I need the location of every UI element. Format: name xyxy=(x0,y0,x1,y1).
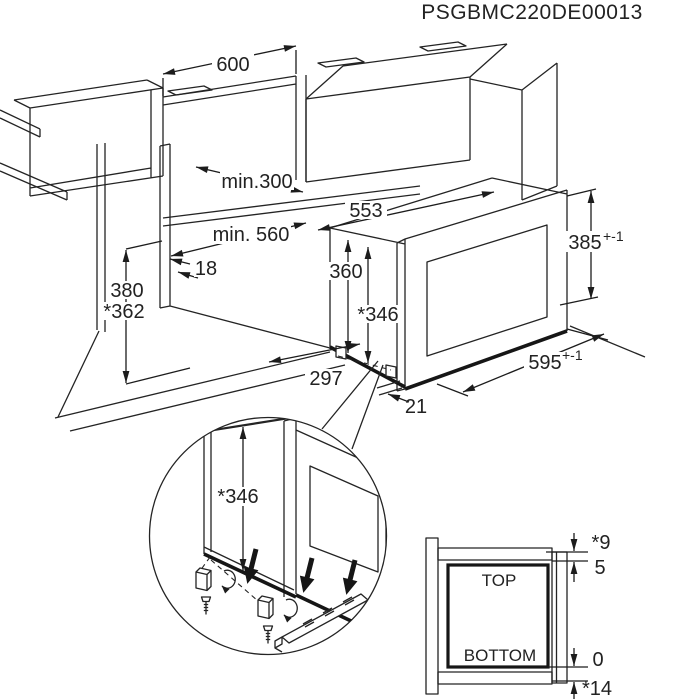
dim-label-gap-top: *9 xyxy=(592,532,611,554)
mounting-rail xyxy=(274,593,369,653)
dim-offset-297: 297 xyxy=(268,342,361,390)
dim-detail-height-346: *346 xyxy=(214,427,262,571)
dim-label-553: 553 xyxy=(349,200,382,222)
dim-min-depth-300: min.300 xyxy=(195,166,304,193)
dim-label-595-tolerance: +-1 xyxy=(562,347,583,363)
oven-door-window xyxy=(426,224,548,357)
dim-label-385-tolerance: +-1 xyxy=(603,228,624,244)
upper-left-cabinet xyxy=(13,79,213,197)
dim-min-depth-560: min. 560 xyxy=(170,222,307,257)
dim-label-360: 360 xyxy=(329,261,362,283)
dim-niche-height-380-362: 380 *362 xyxy=(99,240,191,385)
adjustable-foot-blocks xyxy=(195,567,274,620)
dim-label-346: *346 xyxy=(357,304,398,326)
dim-label-gap-0: 0 xyxy=(592,649,603,671)
press-down-arrow-icon xyxy=(299,557,315,593)
rotate-arrow-icon xyxy=(221,569,236,594)
side-view-bottom-label: BOTTOM xyxy=(464,646,536,665)
dim-front-width-595: 595 +-1 xyxy=(436,328,609,397)
dim-label-385: 385 xyxy=(568,232,601,254)
side-view-bottom-panel xyxy=(437,671,553,685)
detail-oven-window xyxy=(309,465,379,573)
dim-label-gap-bottom: *14 xyxy=(582,678,612,700)
detail-oven-bottom-edge xyxy=(203,552,367,630)
dim-label-detail-346: *346 xyxy=(217,486,258,508)
dim-cabinet-width-600: 600 xyxy=(162,45,297,96)
dim-label-362: *362 xyxy=(103,301,144,323)
side-view-front-frame xyxy=(551,551,568,684)
press-down-arrow-icon xyxy=(342,559,358,595)
dim-oven-height-346: *346 xyxy=(355,247,402,363)
dim-label-gap-5: 5 xyxy=(594,557,605,579)
counter-edges xyxy=(0,109,68,201)
dim-panel-18: 18 xyxy=(169,258,218,280)
side-view-ticks xyxy=(546,551,588,682)
press-down-arrow-icon xyxy=(243,548,259,584)
screw-icon xyxy=(262,625,274,644)
dim-label-297: 297 xyxy=(309,368,342,390)
right-cabinet-side xyxy=(521,62,558,201)
dim-oven-width-553: 553 xyxy=(317,191,495,231)
screw-icon xyxy=(200,596,212,615)
dim-label-595: 595 xyxy=(528,352,561,374)
side-view-top-panel xyxy=(437,547,553,561)
side-view-back-panel xyxy=(425,537,439,695)
detail-circle: *346 xyxy=(148,416,388,656)
dim-label-600: 600 xyxy=(216,54,249,76)
side-view-top-label: TOP xyxy=(482,571,517,590)
dim-overhang-21: 21 xyxy=(376,380,427,418)
dim-front-height-385: 385 +-1 xyxy=(559,188,630,306)
dim-label-380: 380 xyxy=(110,280,143,302)
rotate-arrow-icon xyxy=(283,598,298,623)
detail-dashed-projections xyxy=(199,556,259,602)
detail-side-view: TOP BOTTOM *9 5 0 *14 xyxy=(425,532,612,700)
detail-leader-wedge xyxy=(321,360,384,450)
dim-label-21: 21 xyxy=(405,396,427,418)
upper-right-cabinet xyxy=(305,41,523,183)
dim-label-min560: min. 560 xyxy=(213,224,290,246)
rail-slots xyxy=(302,596,355,628)
dim-label-18: 18 xyxy=(195,258,217,280)
base-cabinet xyxy=(54,143,646,432)
kitchen-cabinets-drawing xyxy=(0,41,646,432)
side-view-oven-box xyxy=(446,563,550,669)
drawing-title: PSGBMC220DE00013 xyxy=(421,1,643,24)
dim-label-min300: min.300 xyxy=(221,171,292,193)
dim-oven-height-360: 360 xyxy=(326,240,368,353)
